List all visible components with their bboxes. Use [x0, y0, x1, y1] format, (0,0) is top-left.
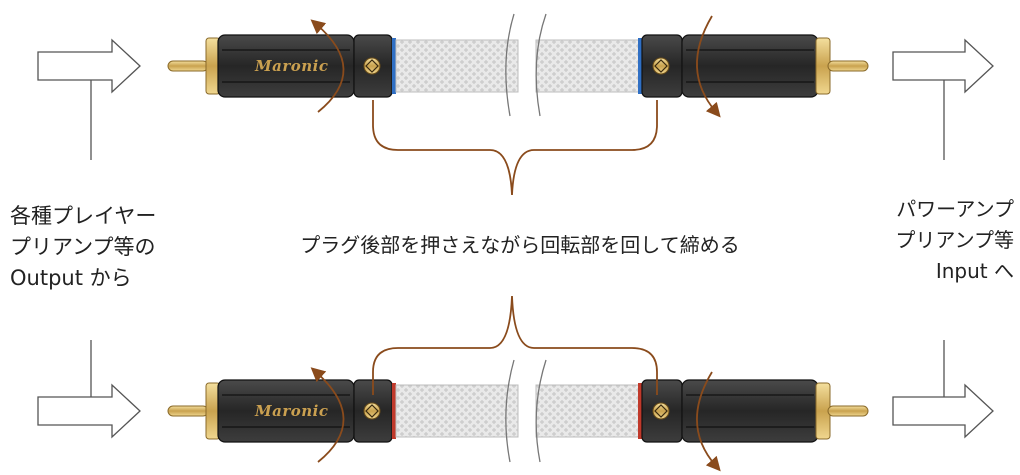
source-label-line-1: 各種プレイヤー	[10, 204, 157, 228]
bottom-right-rotation-arrow-icon	[696, 371, 721, 472]
top-cable: Maronic	[167, 13, 869, 118]
source-label-line-2: プリアンプ等の	[10, 235, 156, 259]
right-pin	[827, 60, 869, 72]
right-screw-icon	[652, 57, 670, 75]
right-top-arrow-icon	[892, 38, 994, 94]
destination-label-line-3: Input へ	[935, 259, 1014, 283]
destination-label-line-2: プリアンプ等	[895, 228, 1014, 252]
bottom-brace	[372, 295, 658, 395]
right-ring	[638, 38, 642, 94]
brand-logo-bottom: Maronic	[254, 402, 328, 420]
cable-sheath-right	[535, 39, 641, 93]
top-brace	[372, 100, 658, 196]
source-label-line-3: Output から	[10, 266, 132, 290]
cable-sheath-left	[395, 39, 519, 93]
left-bottom-arrow-icon	[37, 383, 141, 439]
left-top-arrow-icon	[37, 38, 141, 94]
right-bottom-arrow-icon	[892, 383, 994, 439]
source-arrows	[37, 38, 994, 439]
bottom-left-rotation-arrow-icon	[310, 367, 345, 463]
bottom-left-screw-icon	[363, 402, 381, 420]
right-rotation-arrow-icon	[696, 15, 721, 118]
destination-label: パワーアンプ プリアンプ等 Input へ	[895, 194, 1014, 287]
left-rotation-arrow-icon	[310, 19, 345, 113]
left-ring	[392, 38, 396, 94]
bottom-right-screw-icon	[652, 402, 670, 420]
instruction-label: プラグ後部を押さえながら回転部を回して締める	[300, 233, 740, 257]
left-screw-icon	[363, 57, 381, 75]
source-label: 各種プレイヤー プリアンプ等の Output から	[10, 201, 156, 294]
bottom-cable: Maronic	[167, 359, 869, 472]
right-plug-body	[681, 34, 819, 98]
brand-logo: Maronic	[254, 57, 328, 75]
destination-label-line-1: パワーアンプ	[896, 197, 1014, 221]
left-pin	[167, 60, 209, 72]
